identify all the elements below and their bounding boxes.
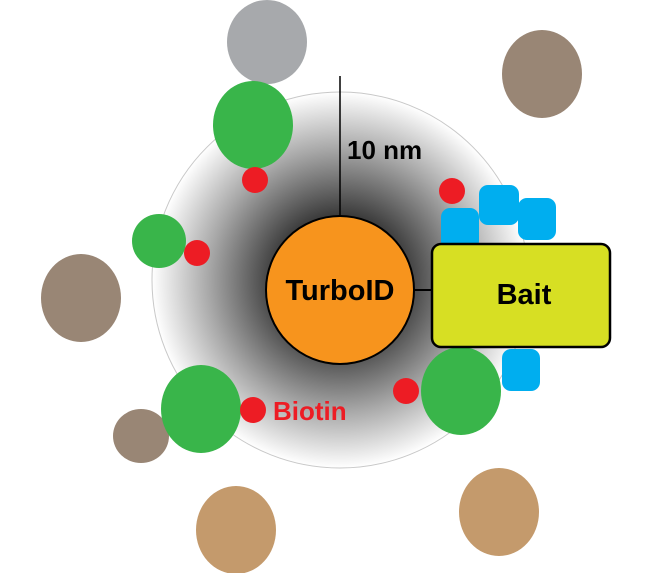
distant-protein-gray: [227, 0, 307, 84]
bait-partner-4: [502, 349, 540, 391]
bait-partner-2: [479, 185, 519, 225]
labeled-protein-left: [132, 214, 186, 268]
bait-partner-3: [518, 198, 556, 240]
labeled-protein-top: [213, 81, 293, 169]
distant-protein-tan-bottom-left: [196, 486, 276, 573]
turboid-label: TurboID: [286, 275, 395, 307]
radius-label: 10 nm: [347, 135, 422, 165]
bait-partner-1: [441, 208, 479, 250]
distant-protein-brown-small: [113, 409, 169, 463]
turboid-enzyme: [265, 215, 415, 365]
distant-protein-tan-bottom-right: [459, 468, 539, 556]
labeled-protein-bottom-left: [161, 365, 241, 453]
labeled-protein-bottom-right: [421, 347, 501, 435]
biotin-dot-4: [393, 378, 419, 404]
biotin-dot-1: [242, 167, 268, 193]
distant-protein-brown-top-right: [502, 30, 582, 118]
biotin-dot-5: [240, 397, 266, 423]
biotin-dot-3: [184, 240, 210, 266]
bait-label: Bait: [497, 279, 552, 311]
biotin-label: Biotin: [273, 396, 347, 426]
biotin-dot-2: [439, 178, 465, 204]
bait-protein: [430, 242, 612, 349]
distant-protein-brown-left: [41, 254, 121, 342]
